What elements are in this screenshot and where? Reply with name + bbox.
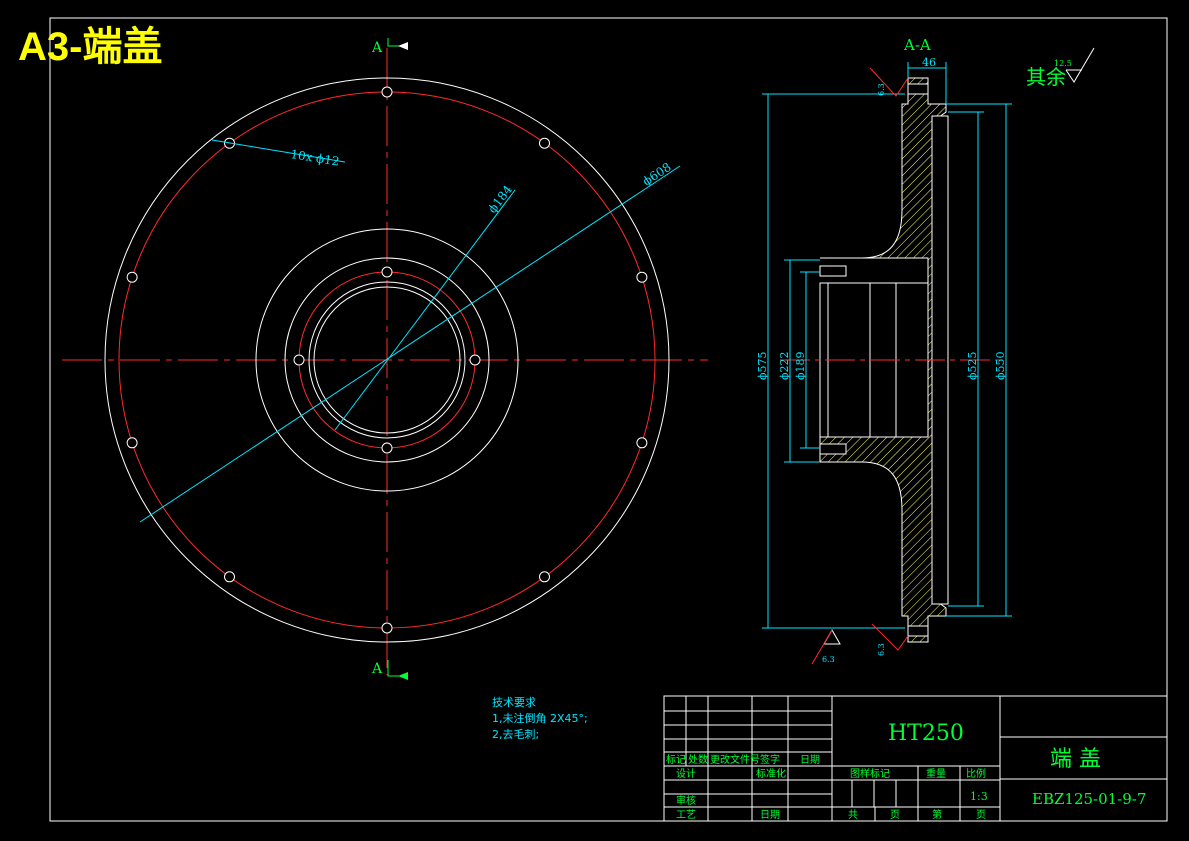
flange-hole-top	[907, 83, 929, 95]
inner-bolt-hole	[469, 354, 481, 366]
outer-flange-circle	[104, 77, 670, 643]
hub-step-circle	[284, 257, 490, 463]
front-view: 10x ϕ12 ϕ608 ϕ184 A A	[62, 38, 708, 680]
hub-tap-hole-bottom	[819, 443, 847, 455]
date-label: 日期	[760, 809, 780, 821]
dim-189: ϕ189	[794, 352, 807, 381]
revision-header-mark: 标记	[666, 754, 686, 766]
stage-header-scale: 比例	[966, 767, 986, 780]
hole-callout-leader	[211, 139, 346, 163]
outer-bolt-hole	[224, 571, 235, 583]
inner-dim-text: ϕ184	[485, 182, 515, 216]
outer-bolt-hole	[381, 622, 393, 634]
revision-header-file: 更改文件号	[710, 753, 760, 766]
hub-outer-circle	[255, 228, 519, 492]
section-title: A-A	[903, 36, 931, 54]
roughness-symbol-bottom-left	[823, 628, 841, 645]
sheet-counter-total-unit: 页	[890, 809, 900, 821]
roughness-symbol-bottom-right	[871, 623, 909, 651]
flange-hole-bottom	[907, 625, 929, 637]
section-arrowhead-bottom	[398, 672, 408, 680]
outer-bolt-hole	[539, 137, 550, 149]
stage-header-weight: 重量	[926, 767, 946, 780]
roughness-bottom-left-value: 6.3	[822, 655, 835, 664]
tech-requirement-1: 1,未注倒角 2X45°;	[492, 711, 588, 725]
roughness-symbol-top	[869, 67, 909, 97]
outer-bolt-hole	[126, 437, 138, 449]
dim-525: ϕ525	[966, 352, 979, 381]
bolt-circle-dim-text: ϕ608	[640, 160, 674, 189]
section-dimension-lines	[762, 62, 1012, 629]
inner-dim-line	[334, 189, 516, 431]
tech-requirement-2: 2,去毛刺;	[492, 728, 539, 741]
title-block	[663, 695, 1168, 822]
material-label: HT250	[888, 721, 964, 746]
outer-bolt-hole	[539, 571, 550, 583]
revision-header-date: 日期	[800, 754, 820, 766]
stage-header-mark: 图样标记	[850, 767, 890, 780]
bore-circle	[308, 281, 466, 439]
section-view: A-A 46 ϕ575 ϕ222 ϕ189 ϕ525 ϕ550 6.3	[756, 36, 1095, 665]
sheet-counter-total: 共	[848, 809, 858, 821]
revision-header-sign: 签字	[760, 753, 780, 766]
dim-575: ϕ575	[756, 352, 769, 381]
sheet-counter-current-unit: 页	[976, 809, 986, 821]
sheet-label: A3-端盖	[18, 25, 162, 69]
hole-callout-text: 10x ϕ12	[290, 147, 341, 169]
tech-requirements: 技术要求 1,未注倒角 2X45°; 2,去毛刺;	[492, 696, 588, 741]
dim-222: ϕ222	[778, 352, 791, 381]
part-name-label: 端 盖	[1050, 747, 1101, 772]
drawing-number-label: EBZ125-01-9-7	[1032, 790, 1146, 808]
hub-tap-hole-top	[819, 265, 847, 277]
dim-flange-width: 46	[922, 56, 936, 69]
section-marker-top: A	[371, 40, 383, 56]
section-arrowhead-top	[398, 42, 408, 50]
roughness-bottom-right-value: 6.3	[877, 643, 886, 656]
revision-header-count: 处数	[688, 753, 708, 766]
outer-bolt-hole	[126, 271, 138, 283]
roughness-bottom-left-leader	[811, 629, 833, 665]
standardize-label: 标准化	[756, 767, 786, 780]
inner-bolt-hole	[293, 354, 305, 366]
roughness-top-value: 6.3	[877, 83, 886, 96]
bore-inner-circle	[313, 286, 461, 434]
process-label: 工艺	[676, 809, 696, 821]
bolt-circle-dim-line	[139, 165, 681, 523]
rest-roughness-symbol	[1065, 47, 1095, 83]
outer-bolt-hole	[381, 86, 393, 98]
outer-bolt-holes	[126, 86, 648, 634]
review-label: 审核	[676, 794, 696, 807]
scale-value: 1:3	[970, 790, 988, 803]
rest-label: 其余	[1026, 65, 1066, 89]
dim-550: ϕ550	[994, 352, 1007, 381]
outer-bolt-hole	[636, 437, 648, 449]
design-label: 设计	[676, 767, 696, 780]
inner-bolt-hole	[381, 442, 393, 454]
sheet-border	[49, 17, 1168, 822]
tech-requirements-title: 技术要求	[492, 696, 536, 709]
rest-roughness-value: 12.5	[1054, 59, 1072, 68]
sheet-counter-current: 第	[932, 808, 942, 821]
outer-bolt-hole	[636, 271, 648, 283]
inner-bolt-hole	[381, 266, 393, 278]
section-marker-bottom: A	[371, 661, 383, 677]
inner-bolt-holes	[293, 266, 481, 454]
